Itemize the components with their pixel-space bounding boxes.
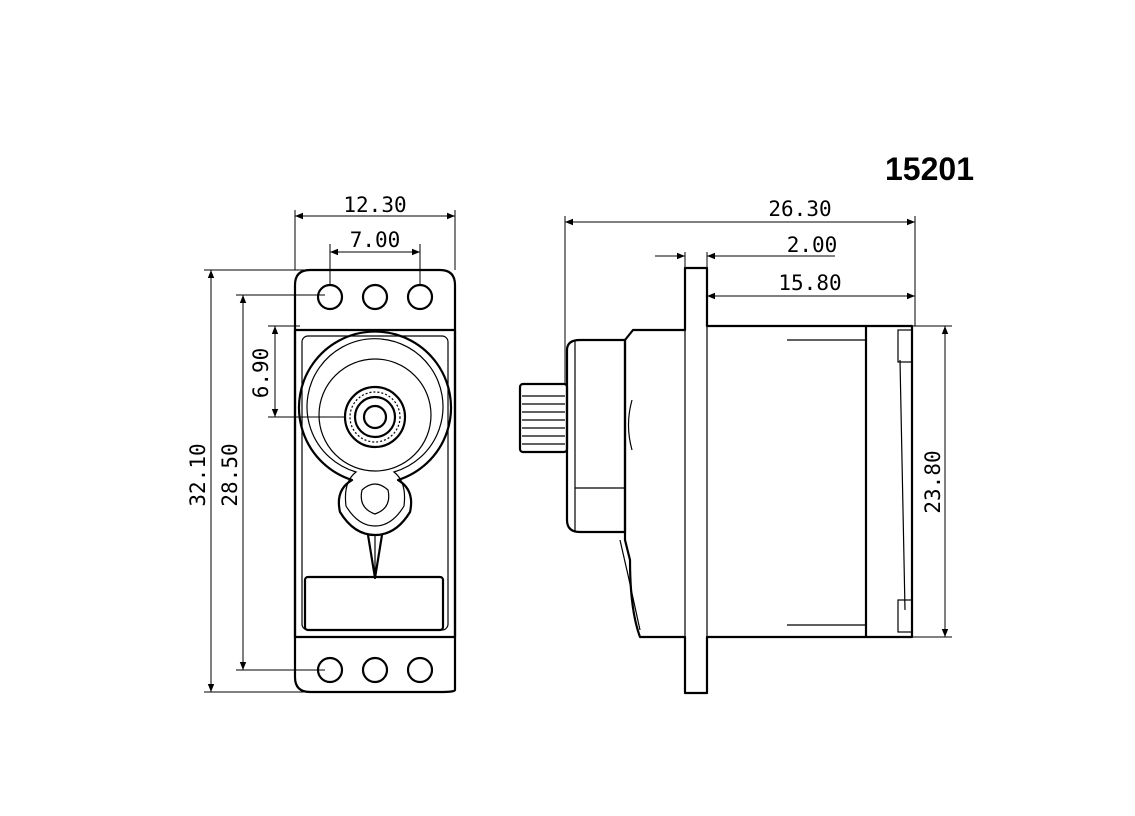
dim-overall-depth: 26.30	[768, 197, 831, 221]
dim-body-height: 23.80	[921, 450, 945, 513]
housing-notch	[360, 483, 390, 515]
mount-hole-top-left	[316, 283, 344, 311]
output-screw-hole	[362, 404, 388, 430]
mount-hole-top-center	[361, 283, 389, 311]
output-spline-inner	[353, 395, 397, 439]
front-view: 12.30 7.00 32.10 28.50 6.90	[186, 193, 457, 694]
cover-screw-bottom	[897, 599, 913, 633]
side-view: 26.30 2.00 15.80 23.80	[518, 197, 952, 695]
case-seam	[627, 399, 633, 451]
servo-body	[293, 328, 457, 639]
dim-body-depth: 15.80	[778, 271, 841, 295]
dim-output-shaft-offset: 6.90	[249, 348, 273, 399]
main-case	[623, 266, 868, 695]
wire-exit	[619, 539, 641, 631]
label-plate	[303, 575, 445, 632]
bottom-cover	[866, 324, 914, 639]
dim-overall-height: 32.10	[186, 443, 210, 506]
mount-hole-bottom-center	[361, 656, 389, 684]
dim-hole-spacing: 7.00	[350, 228, 401, 252]
mount-hole-bottom-right	[406, 656, 434, 684]
output-spline-teeth	[349, 391, 401, 443]
top-cap	[565, 338, 627, 534]
case-inner-edge	[301, 335, 449, 631]
mount-hole-top-right	[406, 283, 434, 311]
dim-mount-hole-pitch: 28.50	[218, 443, 242, 506]
dim-flange-thickness: 2.00	[787, 233, 838, 257]
gear-housing-inner	[306, 338, 444, 527]
output-shaft	[518, 382, 569, 454]
dim-front-width: 12.30	[343, 193, 406, 217]
model-number: 15201	[885, 151, 974, 187]
gear-ring	[318, 358, 432, 472]
gear-housing	[297, 330, 453, 537]
front-outline	[293, 268, 457, 694]
cover-screw-top	[897, 329, 913, 363]
